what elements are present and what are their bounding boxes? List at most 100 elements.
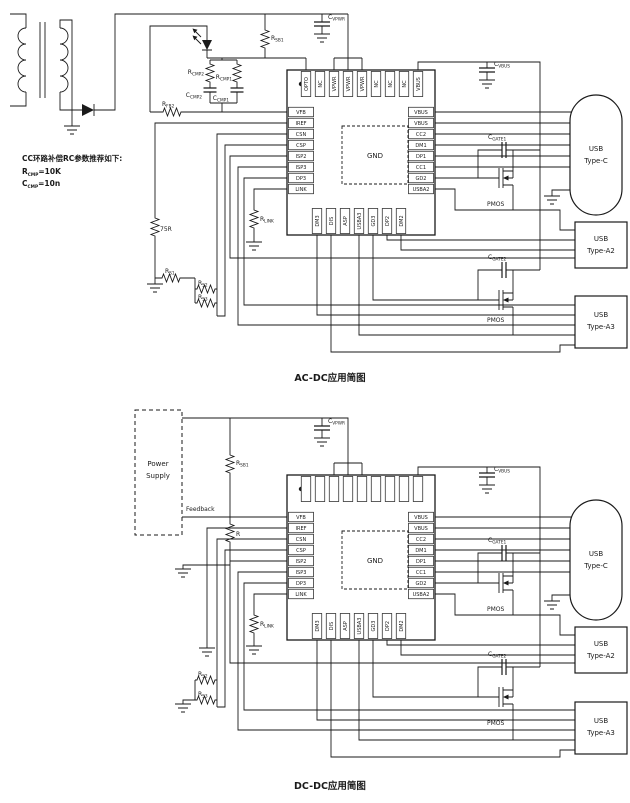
pin-label: CSP: [296, 548, 306, 554]
resistor-rlink: [249, 612, 259, 636]
cgate1-label: CGATE1: [488, 134, 506, 143]
connector-label: USB: [589, 550, 604, 558]
pin-label: ISP3: [296, 570, 307, 576]
ground-icon: [478, 79, 496, 89]
ic-pin: DIS: [325, 613, 337, 639]
rs3-label: RS3: [198, 691, 208, 700]
usb-type-c-connector: USB Type-C: [569, 94, 623, 216]
resistor-rcmp1: [232, 61, 242, 85]
ground-icon: [198, 647, 216, 657]
resistor-rsb1: [260, 27, 270, 51]
ic-pin: CC1: [408, 161, 434, 173]
cgate2-label: CGATE2: [488, 651, 506, 660]
resistor-rlink: [249, 207, 259, 231]
acdc-diagram: USB Type-C USB Type-A2 USB Type-A3 GND V…: [10, 13, 628, 384]
connector-label: Type-A3: [586, 729, 615, 737]
ground-icon: [63, 125, 81, 135]
ic-pin: GD3: [367, 208, 379, 234]
pin-label: VBUS: [414, 121, 428, 127]
ic-pin: VPWR: [342, 71, 354, 97]
pin-label: ISP3: [296, 165, 307, 171]
ic-pin: VPWR: [342, 476, 354, 502]
ic-pin: LINK: [288, 588, 314, 600]
ground-icon: [543, 600, 561, 610]
connector-label: USB: [594, 235, 609, 243]
pin-label: NC: [402, 80, 408, 88]
wires-acdc-left-nets: [150, 111, 575, 326]
pin-label: NC: [374, 80, 380, 88]
pmos1-label: PMOS: [487, 606, 505, 613]
gnd-pad: [341, 125, 409, 185]
ic-pin: ISP2: [288, 555, 314, 567]
pin-label: CC1: [416, 570, 426, 576]
pin-label: LINK: [295, 592, 307, 598]
ic-pin: VPWR: [356, 71, 368, 97]
gnd-pad: [341, 530, 409, 590]
note-line1: CC环路补偿RC参数推荐如下:: [22, 153, 122, 163]
ic-pin: VBUS: [412, 71, 424, 97]
pmos2-transistor: [484, 283, 514, 317]
pin-label: LINK: [295, 187, 307, 193]
ground-icon: [313, 437, 331, 447]
ic-pin: ISP2: [288, 150, 314, 162]
ic-pin: LINK: [288, 183, 314, 195]
acdc-caption: AC-DC应用简图: [294, 372, 365, 384]
ground-icon: [478, 484, 496, 494]
rlink-label: RLINK: [260, 621, 274, 630]
ic-pin: IREF: [288, 117, 314, 129]
usb-type-a3-connector: USB Type-A3: [574, 295, 628, 349]
wires-acdc-input: [10, 13, 363, 126]
pin-label: DIS: [329, 622, 335, 631]
connector-label: USB: [589, 145, 604, 153]
pin-label: CSP: [296, 143, 306, 149]
ground-icon: [245, 241, 263, 251]
pin-label: DP1: [416, 559, 426, 565]
ic-pin: DM1: [408, 139, 434, 151]
connector-label: Type-C: [583, 562, 608, 570]
pin-label: DP2: [385, 621, 391, 631]
pin-label: DM2: [399, 620, 405, 631]
pin-label: GD3: [371, 216, 377, 227]
pin-label: NC: [388, 80, 394, 88]
ic-pin: DM1: [408, 544, 434, 556]
pin-label: VPWR: [332, 76, 338, 91]
pin-label: DP2: [385, 216, 391, 226]
ic-pin: NC: [384, 476, 396, 502]
ic-pin: DIS: [325, 208, 337, 234]
cvbus-label: CVBUS: [494, 61, 510, 70]
pin-label: VPWR: [360, 76, 366, 91]
resistor-rsb1: [225, 452, 235, 476]
transformer: [17, 22, 69, 98]
ic-pin: CC2: [408, 128, 434, 140]
ic-pin: DM3: [311, 208, 323, 234]
rs3-label: RS3: [198, 294, 208, 303]
rfb2-label: RFB2: [162, 101, 175, 110]
ic-pin: DM3: [311, 613, 323, 639]
ic-pin: VPWR: [356, 476, 368, 502]
ic-pin: NC: [398, 476, 410, 502]
pmos1-label: PMOS: [487, 201, 505, 208]
ccmp2-label: CCMP2: [186, 92, 203, 101]
connector-label: USB: [594, 717, 609, 725]
pmos2-label: PMOS: [487, 720, 505, 727]
connector-label: Type-A2: [586, 247, 615, 255]
ic-pin: VBUS: [408, 117, 434, 129]
ic-pin: ASP: [339, 613, 351, 639]
pin-label: CSN: [296, 132, 307, 138]
capacitor-plates-dcdc: [314, 425, 507, 675]
ic-pin: CSN: [288, 533, 314, 545]
pin-label: DM2: [399, 215, 405, 226]
rlink-label: RLINK: [260, 216, 274, 225]
resistor-75r: [150, 215, 160, 239]
pin-label: DIS: [329, 217, 335, 226]
ic-pin: VFB: [288, 511, 314, 523]
diode: [82, 104, 95, 116]
pin-label: VBUS: [414, 515, 428, 521]
resistor-rcmp2: [205, 61, 215, 85]
